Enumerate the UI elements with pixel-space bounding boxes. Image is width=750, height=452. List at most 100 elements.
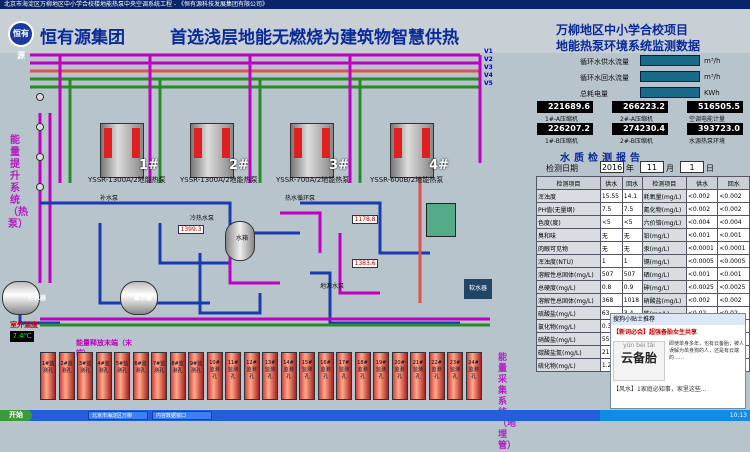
monitoring-well[interactable] bbox=[225, 352, 241, 400]
monitoring-well[interactable] bbox=[40, 352, 56, 400]
month-field[interactable]: 11 bbox=[640, 161, 664, 173]
day-unit: 日 bbox=[706, 164, 714, 173]
wq-value: 1 bbox=[621, 254, 643, 268]
wq-item: 总硬度(mg/L) bbox=[536, 280, 601, 294]
wq-value: 7.5 bbox=[621, 202, 643, 216]
heat-pump-unit-3[interactable]: 3# bbox=[290, 123, 349, 178]
monitoring-well[interactable] bbox=[354, 352, 371, 400]
monitoring-well[interactable] bbox=[188, 352, 204, 400]
wq-item: 硫酸盐(mg/L) bbox=[536, 306, 601, 320]
monitoring-well[interactable] bbox=[447, 352, 463, 400]
news-popup-header: 搜狗小贴士推荐 bbox=[611, 314, 745, 325]
news-ad[interactable]: 【风水】1家庭必知事，家里这些... bbox=[613, 386, 707, 393]
monitoring-well[interactable] bbox=[169, 352, 186, 400]
monitoring-well[interactable] bbox=[206, 352, 223, 400]
wq-value: <0.001 bbox=[717, 267, 750, 281]
monitoring-well-label: 18#监测孔 bbox=[357, 360, 368, 380]
monitoring-well[interactable] bbox=[336, 352, 352, 400]
monitoring-well-label: 10#监测孔 bbox=[209, 360, 220, 380]
wq-value: <0.0005 bbox=[685, 254, 719, 268]
wq-value: <0.001 bbox=[685, 267, 719, 281]
ground-pump-label: 地源水泵 bbox=[320, 283, 345, 290]
wq-item: 溶解性总固体(mg/L) bbox=[536, 293, 601, 307]
monitoring-well-label: 24#监测孔 bbox=[468, 360, 479, 380]
monitoring-well[interactable] bbox=[243, 352, 260, 400]
outdoor-temp-value: 7.4℃ bbox=[10, 331, 34, 342]
wq-header: 供水 bbox=[685, 176, 719, 190]
wq-header: 检测项目 bbox=[536, 176, 601, 190]
monitoring-well-label: 13#监测孔 bbox=[264, 360, 276, 380]
monitoring-well[interactable] bbox=[58, 352, 75, 400]
wq-value: 无 bbox=[599, 228, 623, 242]
monitoring-well-label: 23#监测孔 bbox=[449, 360, 461, 380]
energy-total-label: 空调电能计量 bbox=[689, 116, 726, 123]
news-big-word: 云备胎 bbox=[620, 351, 657, 365]
company-logo: 恒有源 bbox=[8, 21, 34, 60]
wq-value: <0.0025 bbox=[717, 280, 750, 294]
monitoring-well[interactable] bbox=[132, 352, 149, 400]
softener-unit[interactable] bbox=[426, 203, 456, 237]
day-field[interactable]: 1 bbox=[680, 161, 704, 173]
expansion-tank[interactable] bbox=[225, 221, 255, 261]
wq-value: <0.002 bbox=[717, 202, 750, 216]
pressure-gauge bbox=[36, 123, 44, 131]
project-title: 万柳地区中小学合校项目 bbox=[556, 23, 689, 37]
wq-value: 1 bbox=[599, 254, 623, 268]
wq-item: 硝酸盐(mg/L) bbox=[641, 293, 687, 307]
news-image[interactable]: yún bèi tāi 云备胎 bbox=[613, 341, 665, 381]
wq-value: <0.002 bbox=[685, 293, 719, 307]
monitoring-well[interactable] bbox=[428, 352, 445, 400]
monitoring-well[interactable] bbox=[391, 352, 408, 400]
energy-2b-value: 274230.4 bbox=[612, 123, 668, 135]
reading-box: 1178.8 bbox=[352, 215, 378, 224]
heat-pump-unit-2[interactable]: 2# bbox=[190, 123, 249, 178]
wq-value: 0.8 bbox=[599, 280, 623, 294]
start-button[interactable]: 开始 bbox=[0, 410, 32, 421]
wq-row: 肉眼可见物无无汞(mg/L)<0.0001<0.0001 bbox=[536, 241, 750, 255]
energy-2b-label: 2#-B压缩机 bbox=[620, 138, 653, 145]
monitoring-well[interactable] bbox=[262, 352, 278, 400]
news-popup[interactable]: 搜狗小贴士推荐 【新词必会】超强备胎女生共享 yún bèi tāi 云备胎 即… bbox=[610, 313, 746, 409]
wq-item: PH值(无量纲) bbox=[536, 202, 601, 216]
pipe-network bbox=[18, 53, 490, 327]
monitoring-well[interactable] bbox=[299, 352, 315, 400]
wq-value: <0.004 bbox=[717, 215, 750, 229]
monitoring-well-label: 12#监测孔 bbox=[246, 360, 257, 380]
monitoring-well-label: 1#监测孔 bbox=[41, 361, 55, 374]
taskbar-item-data[interactable]: 内容数据窗口 bbox=[152, 411, 212, 420]
wq-value: <0.002 bbox=[717, 189, 750, 203]
monitoring-well[interactable] bbox=[280, 352, 297, 400]
monitoring-well[interactable] bbox=[317, 352, 334, 400]
monitoring-well[interactable] bbox=[114, 352, 130, 400]
heat-pump-unit-4[interactable]: 4# bbox=[390, 123, 449, 178]
water-distributor[interactable] bbox=[2, 281, 40, 315]
terminal-label: 能量释放末端（末端） bbox=[76, 339, 132, 357]
monitoring-well[interactable] bbox=[151, 352, 167, 400]
energy-env-label: 水源热泵环境 bbox=[689, 138, 726, 145]
supply-flow-label: 循环水供水流量 bbox=[580, 58, 629, 66]
pressure-gauge bbox=[36, 153, 44, 161]
energy-1a-label: 1#-A压缩机 bbox=[545, 116, 578, 123]
monitoring-well[interactable] bbox=[465, 352, 482, 400]
taskbar-item-main[interactable]: 北京市海淀区万柳 bbox=[88, 411, 148, 420]
monitoring-well[interactable] bbox=[77, 352, 93, 400]
news-headline[interactable]: 【新词必会】超强备胎女生共享 bbox=[613, 329, 698, 336]
makeup-pump-label: 补水泵 bbox=[100, 195, 119, 202]
year-field[interactable]: 2016 bbox=[600, 161, 624, 173]
monitoring-well[interactable] bbox=[95, 352, 112, 400]
monitoring-well-label: 16#监测孔 bbox=[320, 360, 331, 380]
wq-value: <0.0001 bbox=[717, 241, 750, 255]
valve-v4: V4 bbox=[484, 72, 493, 79]
water-collector[interactable] bbox=[120, 281, 158, 315]
unit-2-model: YSSR-1300A/2地能热泵 bbox=[180, 176, 258, 184]
monitoring-well[interactable] bbox=[373, 352, 389, 400]
power-unit: KWh bbox=[704, 89, 720, 97]
unit-1-model: YSSR-1300A/2地能热泵 bbox=[88, 176, 166, 184]
heat-pump-unit-1[interactable]: 1# bbox=[100, 123, 159, 178]
news-pinyin: yún bèi tāi bbox=[623, 342, 655, 349]
monitoring-well-label: 6#监测孔 bbox=[134, 361, 147, 374]
monitoring-well[interactable] bbox=[410, 352, 426, 400]
